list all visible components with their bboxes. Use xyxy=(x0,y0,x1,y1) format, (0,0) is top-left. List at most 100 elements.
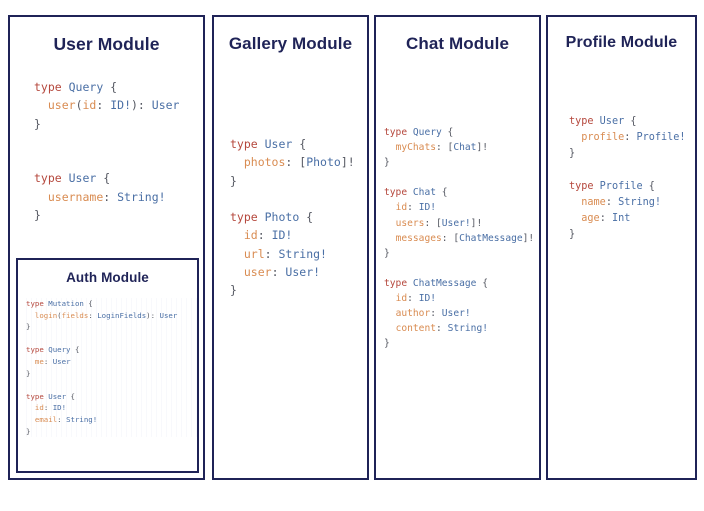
code-token: ( xyxy=(57,310,62,320)
code-token: Query xyxy=(68,80,104,94)
code-token: login xyxy=(34,310,58,320)
code-line: type User { xyxy=(569,114,695,130)
code-block-profile: type User { profile: Profile!} type Prof… xyxy=(569,114,695,244)
code-token xyxy=(384,218,396,229)
code-token: } xyxy=(230,283,237,298)
code-token: Mutation xyxy=(48,299,84,308)
code-token: content xyxy=(395,323,436,335)
code-line: id: ID! xyxy=(384,291,539,306)
code-token: User xyxy=(52,356,71,366)
code-line: messages: [ChatMessage]! xyxy=(384,231,539,246)
code-token: Chat xyxy=(412,187,436,199)
code-token: } xyxy=(569,148,576,160)
code-token xyxy=(34,190,48,204)
code-line: email: String! xyxy=(26,414,193,426)
code-token xyxy=(569,213,581,224)
code-token: : [ xyxy=(285,155,307,170)
code-token xyxy=(230,228,244,242)
code-token: { xyxy=(299,210,314,225)
code-line: type Query { xyxy=(34,78,203,96)
code-token: } xyxy=(384,247,390,259)
code-token: id xyxy=(34,403,44,413)
code-line: type Query { xyxy=(384,125,539,140)
code-token: User! xyxy=(285,265,321,280)
code-line: id: ID! xyxy=(230,226,367,244)
code-token: type xyxy=(26,299,49,308)
code-token: } xyxy=(26,368,31,378)
code-token xyxy=(384,142,396,153)
code-token: Photo xyxy=(264,210,300,225)
code-token: { xyxy=(436,187,448,199)
code-line: profile: Profile! xyxy=(569,130,695,146)
module-card-chat: Chat Module type Query { myChats: [Chat]… xyxy=(374,15,541,480)
code-line: } xyxy=(26,321,193,333)
code-token: Photo xyxy=(306,155,341,170)
code-token: ]! xyxy=(470,217,483,229)
module-title-chat: Chat Module xyxy=(405,34,510,53)
code-token: type xyxy=(230,210,265,225)
code-line: } xyxy=(26,426,193,438)
code-token: type xyxy=(230,137,265,151)
code-token: id xyxy=(243,228,258,243)
code-token: id xyxy=(395,293,408,305)
code-token xyxy=(230,247,244,261)
module-title-auth: Auth Module xyxy=(66,270,149,285)
code-token: url xyxy=(243,246,265,261)
code-line: } xyxy=(230,281,367,299)
code-token: type xyxy=(26,345,49,355)
code-token: : xyxy=(264,246,279,261)
code-token: : xyxy=(436,323,448,335)
code-token: ]! xyxy=(522,232,535,244)
code-token: String! xyxy=(447,323,488,335)
code-token: : [ xyxy=(436,142,454,154)
code-line: } xyxy=(34,206,203,224)
code-token: : xyxy=(43,356,53,366)
code-line: me: User xyxy=(26,356,193,368)
module-title-gallery: Gallery Module xyxy=(228,34,353,53)
code-token: : xyxy=(88,310,98,320)
code-token: } xyxy=(34,116,41,131)
code-line: name: String! xyxy=(569,195,695,211)
code-token: users xyxy=(395,217,425,229)
code-line: login(fields: LoginFields): User xyxy=(26,310,193,322)
code-token: ID! xyxy=(271,228,293,243)
code-token: { xyxy=(96,171,111,186)
code-block-auth: type Mutation { login(fields: LoginField… xyxy=(26,298,197,438)
code-token xyxy=(26,415,35,424)
code-line: } xyxy=(230,172,367,190)
code-line: user(id: ID!): User xyxy=(34,96,203,114)
code-token: String! xyxy=(618,197,662,209)
code-token: type xyxy=(26,391,49,401)
code-line xyxy=(569,163,695,179)
code-token xyxy=(384,202,396,213)
code-token: user xyxy=(243,265,272,280)
code-token: } xyxy=(230,173,237,188)
code-token: id xyxy=(395,202,408,214)
code-token: User xyxy=(159,310,178,320)
code-token: String! xyxy=(66,414,98,424)
code-token: { xyxy=(642,180,655,192)
code-token: String! xyxy=(278,246,327,261)
code-token: ): xyxy=(131,98,152,113)
code-line: url: String! xyxy=(230,245,367,263)
code-token: : [ xyxy=(424,217,442,229)
code-token xyxy=(26,357,35,366)
code-token: ]! xyxy=(476,142,488,154)
code-token: } xyxy=(569,229,576,241)
code-token xyxy=(230,155,244,169)
code-line: type User { xyxy=(230,135,367,153)
code-token: User xyxy=(68,171,97,186)
code-token: { xyxy=(70,345,80,355)
code-token xyxy=(384,308,396,319)
code-token: } xyxy=(26,426,31,436)
code-token xyxy=(26,403,35,412)
code-line xyxy=(34,151,203,169)
code-token: ChatMessage xyxy=(412,277,477,289)
code-token xyxy=(569,132,581,143)
code-token: ID! xyxy=(418,202,437,214)
code-token: type xyxy=(384,127,413,138)
code-token: id xyxy=(82,98,97,113)
code-block-gallery: type User { photos: [Photo]!} type Photo… xyxy=(230,135,367,300)
code-line: } xyxy=(26,368,193,380)
code-token: } xyxy=(384,157,390,169)
